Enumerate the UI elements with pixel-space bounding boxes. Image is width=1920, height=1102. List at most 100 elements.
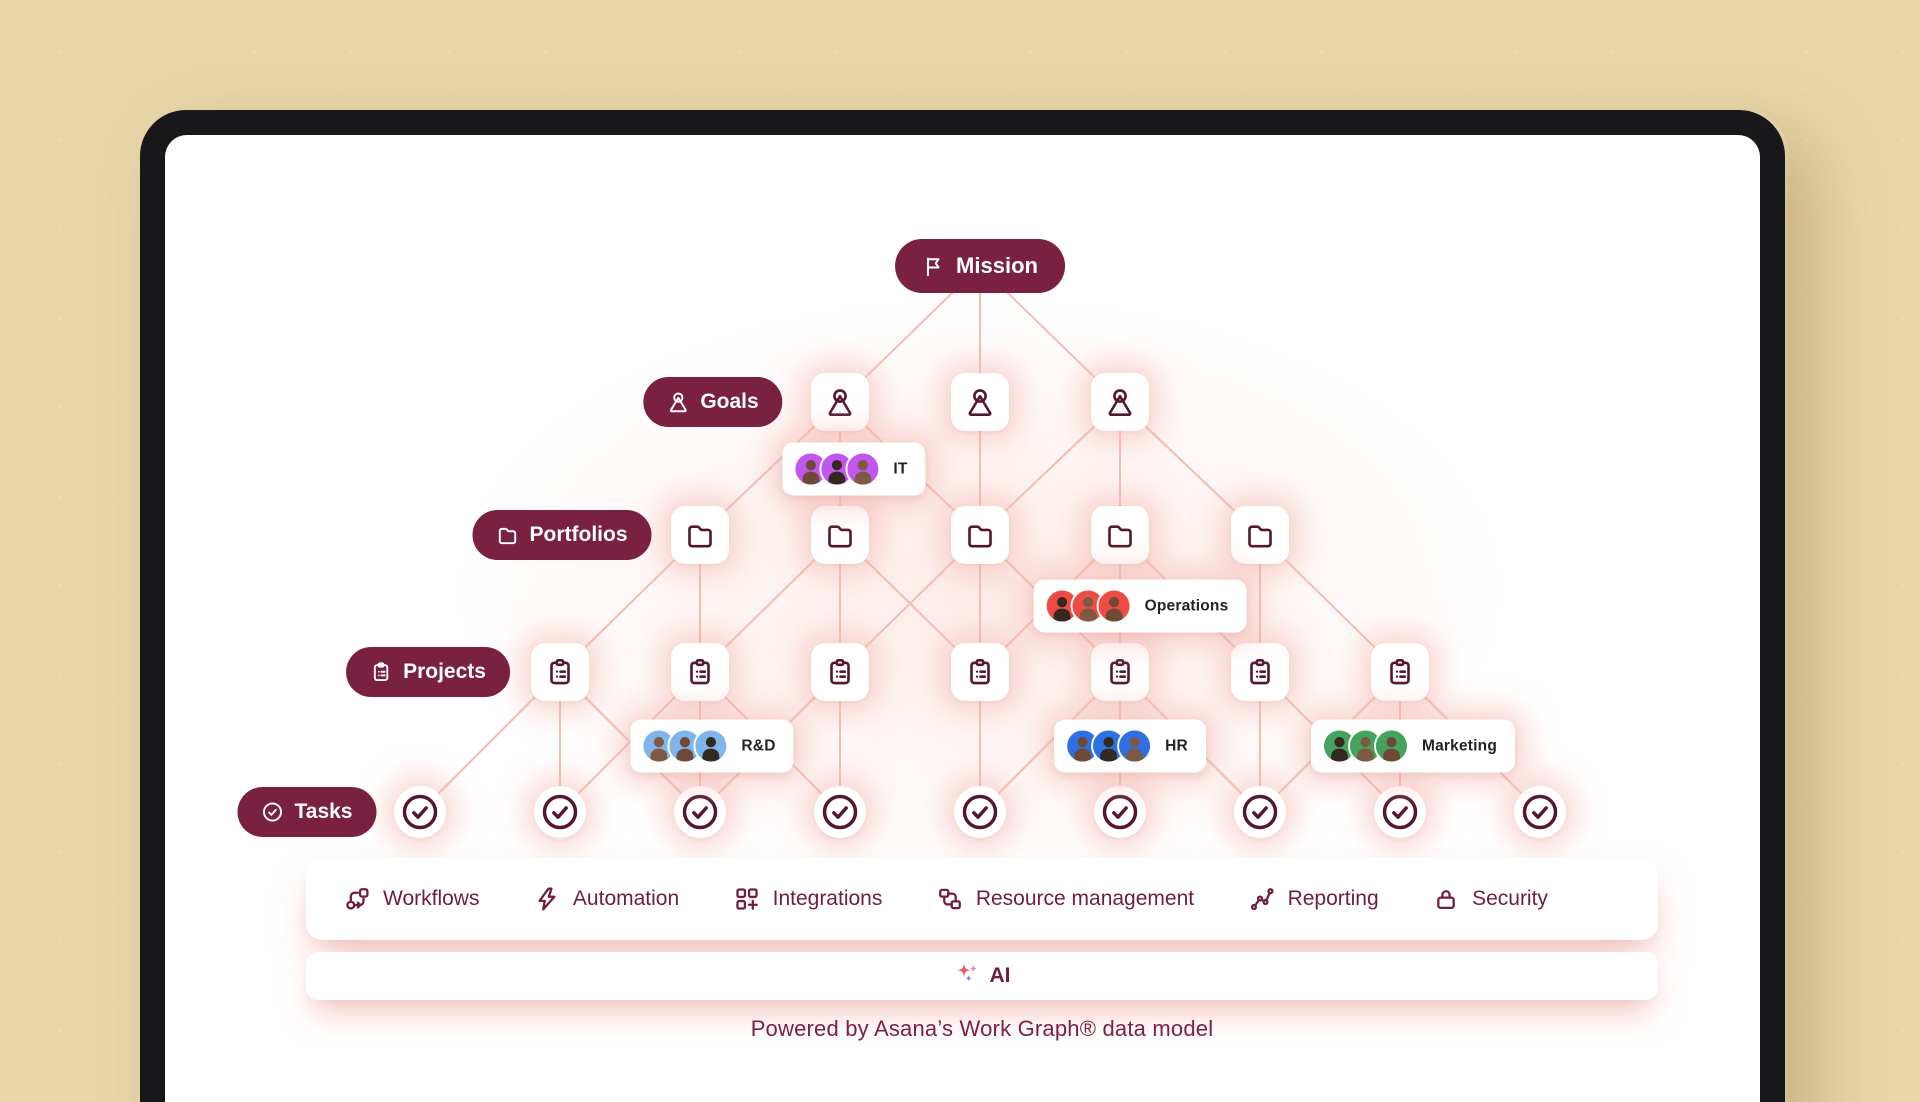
goal-icon — [669, 392, 687, 413]
row-pill-label: Tasks — [294, 800, 353, 823]
task-node — [954, 786, 1006, 838]
check-circle-icon — [1522, 794, 1558, 830]
feature-item-label: Reporting — [1287, 887, 1379, 910]
task-node — [394, 786, 446, 838]
row-pill-portfolios: Portfolios — [472, 510, 652, 560]
avatar-group — [793, 451, 881, 487]
feature-item-resource-management: Resource management — [937, 886, 1194, 912]
project-node — [671, 643, 729, 701]
avatar-group — [641, 728, 729, 764]
project-node — [1091, 643, 1149, 701]
project-icon — [1110, 658, 1130, 685]
team-card-label: Operations — [1144, 597, 1229, 614]
project-icon — [970, 658, 990, 685]
portfolio-node — [671, 506, 729, 564]
project-icon — [830, 658, 850, 685]
task-node — [1234, 786, 1286, 838]
task-node — [1514, 786, 1566, 838]
folder-icon — [688, 525, 712, 548]
reporting-icon — [1250, 888, 1274, 911]
feature-item-integrations: Integrations — [734, 886, 883, 912]
folder-icon — [968, 525, 992, 548]
check-circle-icon — [682, 794, 718, 830]
sparkle-icon — [954, 960, 980, 992]
row-pill-label: Goals — [700, 390, 759, 413]
automation-icon — [538, 887, 556, 911]
project-node — [811, 643, 869, 701]
avatar-group — [1044, 588, 1132, 624]
feature-item-workflows: Workflows — [344, 886, 479, 912]
avatar — [845, 451, 881, 487]
feature-item-label: Integrations — [772, 887, 883, 910]
check-circle-icon — [542, 794, 578, 830]
folder-icon — [1248, 525, 1272, 548]
project-node — [951, 643, 1009, 701]
folder-icon — [498, 527, 517, 545]
check-circle-icon — [822, 794, 858, 830]
team-card-label: R&D — [741, 737, 776, 754]
sparkle-icon — [956, 963, 977, 982]
task-node — [534, 786, 586, 838]
row-pill-tasks: Tasks — [237, 787, 377, 837]
portfolio-node — [1091, 506, 1149, 564]
task-node — [814, 786, 866, 838]
team-card-hr: HR — [1054, 719, 1206, 773]
row-pill-label: Portfolios — [529, 523, 628, 546]
goal-icon — [828, 389, 852, 416]
avatar-group — [1321, 728, 1409, 764]
avatar — [1117, 728, 1153, 764]
folder-icon — [1108, 525, 1132, 548]
portfolio-node — [1231, 506, 1289, 564]
task-node — [674, 786, 726, 838]
goal-node — [951, 373, 1009, 431]
task-node — [1094, 786, 1146, 838]
portfolio-node — [811, 506, 869, 564]
project-node — [1231, 643, 1289, 701]
feature-item-security: Security — [1433, 886, 1548, 912]
row-pill-mission: Mission — [895, 239, 1065, 293]
team-card-label: IT — [893, 460, 908, 477]
resource-icon — [938, 888, 961, 910]
task-node — [1374, 786, 1426, 838]
project-node — [531, 643, 589, 701]
footer-text: Powered by Asana’s Work Graph® data mode… — [750, 1016, 1214, 1041]
feature-item-label: Resource management — [975, 887, 1195, 910]
check-circle-icon — [1242, 794, 1278, 830]
goal-node — [811, 373, 869, 431]
project-icon — [373, 662, 389, 682]
feature-item-label: Workflows — [383, 887, 480, 910]
check-circle-icon — [962, 794, 998, 830]
avatar — [667, 728, 703, 764]
portfolio-node — [951, 506, 1009, 564]
check-circle-icon — [402, 794, 438, 830]
project-node — [1371, 643, 1429, 701]
team-card-operations: Operations — [1033, 579, 1247, 633]
goal-node — [1091, 373, 1149, 431]
check-circle-icon — [1382, 794, 1418, 830]
team-card-marketing: Marketing — [1310, 719, 1516, 773]
project-icon — [1390, 658, 1410, 685]
team-card-label: HR — [1165, 737, 1188, 754]
avatar — [1096, 588, 1132, 624]
feature-item-reporting: Reporting — [1249, 886, 1379, 912]
team-card-r-d: R&D — [630, 719, 794, 773]
row-pill-label: Projects — [403, 660, 486, 683]
workflow-icon — [346, 888, 369, 910]
row-pill-projects: Projects — [346, 647, 510, 697]
avatar — [693, 728, 729, 764]
flag-icon — [926, 256, 940, 276]
project-icon — [690, 658, 710, 685]
check-circle-icon — [263, 802, 282, 822]
team-card-it: IT — [782, 442, 926, 496]
ai-bar: AI — [306, 952, 1658, 1000]
check-circle-icon — [1102, 794, 1138, 830]
feature-item-label: Security — [1472, 887, 1548, 910]
goal-icon — [1108, 389, 1132, 416]
team-card-label: Marketing — [1421, 737, 1498, 754]
lock-icon — [1437, 890, 1455, 910]
avatar — [1373, 728, 1409, 764]
avatar-group — [1065, 728, 1153, 764]
project-icon — [1250, 658, 1270, 685]
